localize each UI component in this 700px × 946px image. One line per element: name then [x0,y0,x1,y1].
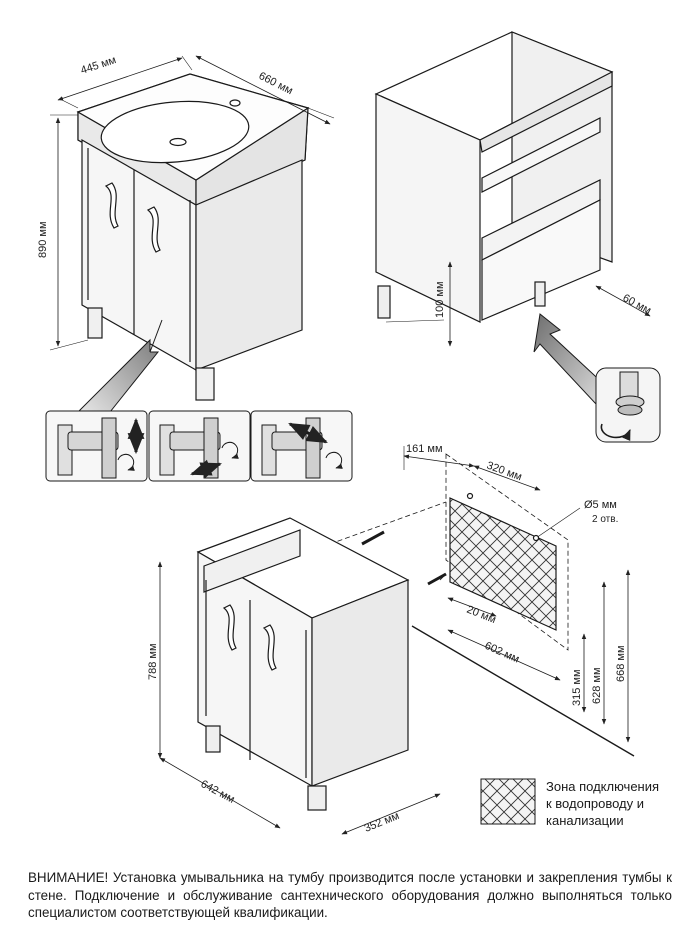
dim-top-height: 668 мм [615,645,627,682]
dim-sink-depth: 660 мм [257,70,295,97]
cabinet-with-sink-view [49,55,335,401]
hinge-panel-depth [250,410,353,482]
dim-cabinet-height: 788 мм [147,643,159,680]
dim-zone-bottom: 315 мм [571,669,583,706]
leg-adjust-detail [595,367,661,443]
warning-notice: ВНИМАНИЕ! Установка умывальника на тумбу… [28,870,672,920]
dim-hole-spacing: 320 мм [485,460,523,484]
dim-cabinet-width: 642 мм [199,778,237,806]
dim-hole-count: 2 отв. [592,514,618,525]
hinge-panel-vertical [45,410,148,482]
dim-zone-inset: 20 мм [465,604,498,627]
hinge-adjustment-panels [45,410,353,482]
legend: Зона подключения к водопроводу и канализ… [546,778,659,829]
dim-cabinet-depth: 352 мм [363,810,401,835]
dim-total-height: 890 мм [37,221,49,258]
dim-hole-offset-left: 161 мм [406,443,443,455]
dim-sink-width: 445 мм [79,54,117,77]
legend-swatch [480,778,536,825]
dim-hole-diameter: Ø5 мм [584,499,617,511]
legend-line-2: к водопроводу и [546,796,644,811]
legend-line-3: канализации [546,813,624,828]
cabinet-frame-view [374,31,651,347]
dim-leg-height: 100 мм [434,281,446,318]
hinge-panel-horizontal [148,410,251,482]
dim-holes-height: 628 мм [591,667,603,704]
wall-mounting-view [157,446,635,835]
dim-foot-offset: 60 мм [621,292,653,317]
dim-zone-width: 602 мм [483,640,521,666]
legend-line-1: Зона подключения [546,779,660,794]
